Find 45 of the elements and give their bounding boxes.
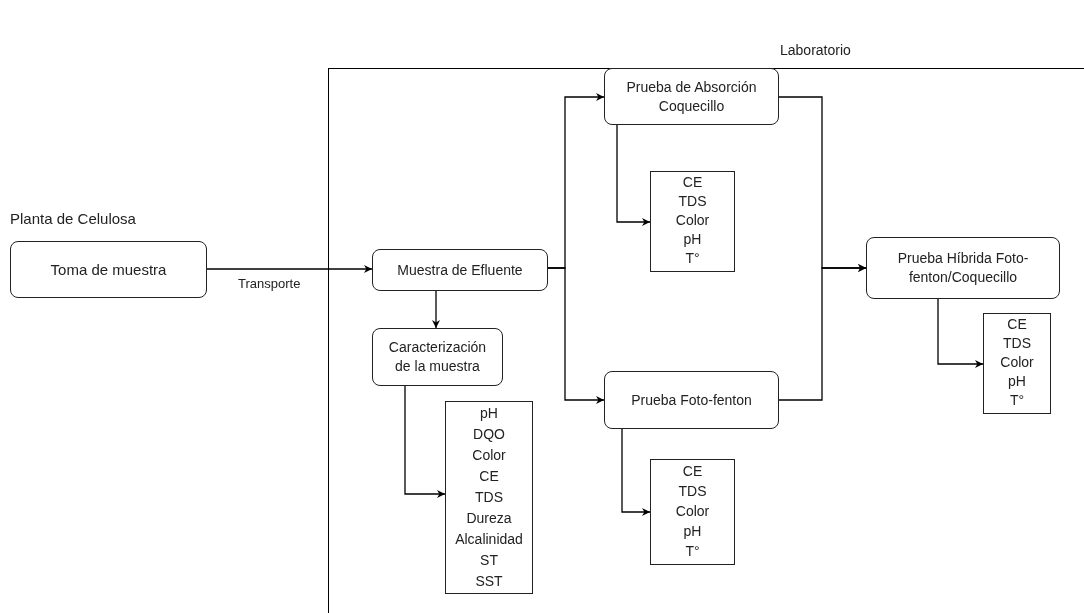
parameter-text: pH <box>683 522 702 541</box>
process-box: Caracterización de la muestra <box>372 328 503 386</box>
parameter-text: Alcalinidad <box>455 530 523 549</box>
parameter-text: TDS <box>475 488 503 507</box>
parameter-list-box <box>650 459 735 565</box>
parameter-text: CE <box>682 462 703 481</box>
arrow <box>937 298 984 368</box>
parameter-text: T° <box>685 249 700 268</box>
parameter-text: TDS <box>678 482 707 501</box>
arrow <box>432 290 440 329</box>
process-box: Toma de muestra <box>10 241 207 298</box>
parameter-text: Color <box>1000 353 1034 372</box>
process-box: Prueba Foto-fenton <box>604 371 779 429</box>
arrow <box>778 264 867 401</box>
process-box: Prueba Híbrida Foto-fenton/Coquecillo <box>866 237 1060 299</box>
parameter-list-box <box>983 313 1051 414</box>
parameter-text: DQO <box>473 425 505 444</box>
parameter-text: T° <box>685 542 700 561</box>
parameter-text: Color <box>472 446 506 465</box>
process-box: Prueba de Absorción Coquecillo <box>604 68 779 125</box>
process-box: Muestra de Efluente <box>372 249 548 291</box>
parameter-text: ST <box>480 551 498 570</box>
parameter-text: CE <box>1007 315 1027 334</box>
arrow <box>547 267 605 404</box>
arrow <box>404 385 446 498</box>
parameter-text: SST <box>475 572 503 591</box>
parameter-text: T° <box>1009 391 1025 410</box>
group-heading: Planta de Celulosa <box>10 210 136 227</box>
arrow <box>206 265 373 273</box>
parameter-text: Color <box>675 502 710 521</box>
edge-label: Transporte <box>238 276 301 291</box>
parameter-text: Dureza <box>466 509 512 528</box>
parameter-list-box <box>650 171 735 272</box>
parameter-text: CE <box>682 173 703 192</box>
arrow <box>616 124 651 226</box>
parameter-text: pH <box>480 404 498 423</box>
parameter-text: TDS <box>678 192 707 211</box>
parameter-text: TDS <box>1003 334 1031 353</box>
parameter-text: pH <box>683 230 702 249</box>
parameter-text: pH <box>1008 372 1026 391</box>
parameter-text: CE <box>479 467 499 486</box>
parameter-list-box <box>445 401 533 594</box>
parameter-text: Color <box>675 211 710 230</box>
group-heading: Laboratorio <box>780 42 851 58</box>
arrow <box>621 428 651 516</box>
